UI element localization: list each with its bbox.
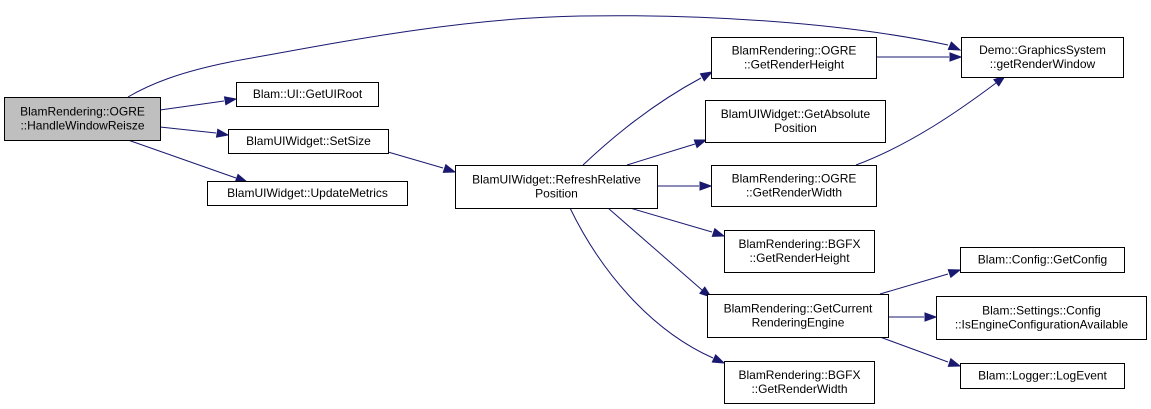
node-label: BlamUIWidget::GetAbsolute bbox=[721, 107, 871, 121]
node-ogre_width[interactable]: BlamRendering::OGRE::GetRenderWidth bbox=[711, 165, 877, 207]
node-box bbox=[207, 181, 408, 206]
edge-handle-to-getrenderwindow bbox=[127, 15, 962, 98]
node-label: Blam::Config::GetConfig bbox=[978, 253, 1107, 267]
edge-line bbox=[607, 207, 703, 291]
node-getrenderwindow[interactable]: Demo::GraphicsSystem::getRenderWindow bbox=[961, 37, 1124, 78]
node-updatemetrics[interactable]: BlamUIWidget::UpdateMetrics bbox=[207, 181, 408, 206]
node-label: Blam::Settings::Config bbox=[982, 304, 1101, 318]
edge-line bbox=[879, 273, 949, 295]
edge-arrowhead bbox=[699, 181, 713, 191]
edge-line bbox=[159, 100, 225, 111]
edge-arrowhead bbox=[711, 227, 726, 237]
node-label: BlamRendering::BGFX bbox=[738, 368, 860, 382]
edge-handle-to-getuiroot bbox=[159, 96, 238, 111]
node-label: Position bbox=[535, 187, 578, 201]
edge-arrowhead bbox=[947, 269, 962, 279]
node-label: BlamRendering::OGRE bbox=[20, 105, 145, 119]
edge-refresh-to-bgfx_width bbox=[569, 207, 726, 364]
edge-current_engine-to-logevent bbox=[879, 336, 962, 367]
edge-handle-to-setsize bbox=[159, 126, 230, 138]
edge-refresh-to-abspos bbox=[626, 139, 708, 166]
node-label: BlamUIWidget::UpdateMetrics bbox=[227, 186, 388, 200]
edge-refresh-to-bgfx_height bbox=[629, 207, 726, 237]
edge-refresh-to-ogre_height bbox=[582, 71, 714, 166]
node-box bbox=[228, 129, 389, 154]
graph-nodes: BlamRendering::OGRE::HandleWindowReiszeB… bbox=[4, 37, 1147, 404]
edge-line bbox=[127, 139, 237, 179]
node-label: ::HandleWindowReisze bbox=[20, 119, 144, 133]
node-label: ::GetRenderHeight bbox=[749, 251, 850, 265]
edge-line bbox=[159, 126, 217, 134]
edge-arrowhead bbox=[223, 96, 238, 106]
node-label: ::GetRenderWidth bbox=[746, 186, 842, 200]
edge-current_engine-to-getconfig bbox=[879, 269, 962, 295]
node-box bbox=[724, 230, 875, 273]
node-label: BlamUIWidget::SetSize bbox=[246, 134, 371, 148]
node-label: Blam::Logger::LogEvent bbox=[978, 369, 1107, 383]
edge-arrowhead bbox=[949, 52, 963, 62]
node-label: Demo::GraphicsSystem bbox=[979, 43, 1106, 57]
edge-ogre_height-to-getrenderwindow bbox=[876, 52, 963, 62]
node-label: ::IsEngineConfigurationAvailable bbox=[955, 318, 1129, 332]
edge-refresh-to-current_engine bbox=[607, 207, 713, 298]
node-setsize[interactable]: BlamUIWidget::SetSize bbox=[228, 129, 389, 154]
edge-refresh-to-ogre_width bbox=[657, 181, 713, 191]
node-box bbox=[960, 247, 1125, 273]
node-getconfig[interactable]: Blam::Config::GetConfig bbox=[960, 247, 1125, 273]
node-handle[interactable]: BlamRendering::OGRE::HandleWindowReisze bbox=[4, 97, 161, 141]
node-logevent[interactable]: Blam::Logger::LogEvent bbox=[960, 363, 1125, 389]
node-box bbox=[711, 37, 877, 79]
node-box bbox=[724, 361, 875, 404]
node-label: BlamRendering::OGRE bbox=[732, 172, 857, 186]
edge-arrowhead bbox=[947, 41, 962, 51]
edge-line bbox=[879, 336, 949, 363]
edge-arrowhead bbox=[693, 139, 708, 149]
edge-line bbox=[127, 15, 949, 98]
edge-current_engine-to-isengine bbox=[888, 312, 938, 322]
node-label: BlamRendering::BGFX bbox=[738, 237, 860, 251]
node-ogre_height[interactable]: BlamRendering::OGRE::GetRenderHeight bbox=[711, 37, 877, 79]
edge-line bbox=[626, 143, 696, 166]
edge-arrowhead bbox=[234, 173, 249, 183]
edge-line bbox=[855, 82, 997, 166]
node-box bbox=[960, 363, 1125, 389]
node-box bbox=[236, 82, 379, 107]
edge-setsize-to-refresh bbox=[387, 151, 457, 173]
edge-arrowhead bbox=[947, 357, 962, 367]
node-label: BlamUIWidget::RefreshRelative bbox=[472, 173, 641, 187]
node-box bbox=[705, 100, 886, 143]
node-bgfx_width[interactable]: BlamRendering::BGFX::GetRenderWidth bbox=[724, 361, 875, 404]
edge-line bbox=[569, 207, 714, 359]
node-label: ::GetRenderHeight bbox=[744, 58, 845, 72]
node-label: RenderingEngine bbox=[752, 316, 845, 330]
node-getuiroot[interactable]: Blam::UI::GetUIRoot bbox=[236, 82, 379, 107]
node-box bbox=[707, 294, 889, 338]
node-label: BlamRendering::GetCurrent bbox=[724, 302, 873, 316]
edge-arrowhead bbox=[442, 163, 457, 173]
edge-line bbox=[629, 207, 713, 233]
node-label: Position bbox=[774, 121, 817, 135]
node-box bbox=[961, 37, 1124, 78]
node-box bbox=[455, 165, 658, 209]
edge-line bbox=[582, 77, 702, 166]
node-label: ::GetRenderWidth bbox=[751, 382, 847, 396]
node-label: Blam::UI::GetUIRoot bbox=[253, 87, 363, 101]
node-box bbox=[711, 165, 877, 207]
edge-arrowhead bbox=[711, 353, 726, 364]
edge-arrowhead bbox=[924, 312, 938, 322]
node-box bbox=[4, 97, 161, 141]
edge-line bbox=[387, 151, 444, 169]
node-isengine[interactable]: Blam::Settings::Config::IsEngineConfigur… bbox=[936, 296, 1147, 340]
edge-arrowhead bbox=[699, 71, 714, 82]
edge-arrowhead bbox=[215, 128, 230, 138]
node-label: BlamRendering::OGRE bbox=[732, 44, 857, 58]
node-bgfx_height[interactable]: BlamRendering::BGFX::GetRenderHeight bbox=[724, 230, 875, 273]
node-label: ::getRenderWindow bbox=[990, 57, 1096, 71]
node-box bbox=[936, 296, 1147, 340]
